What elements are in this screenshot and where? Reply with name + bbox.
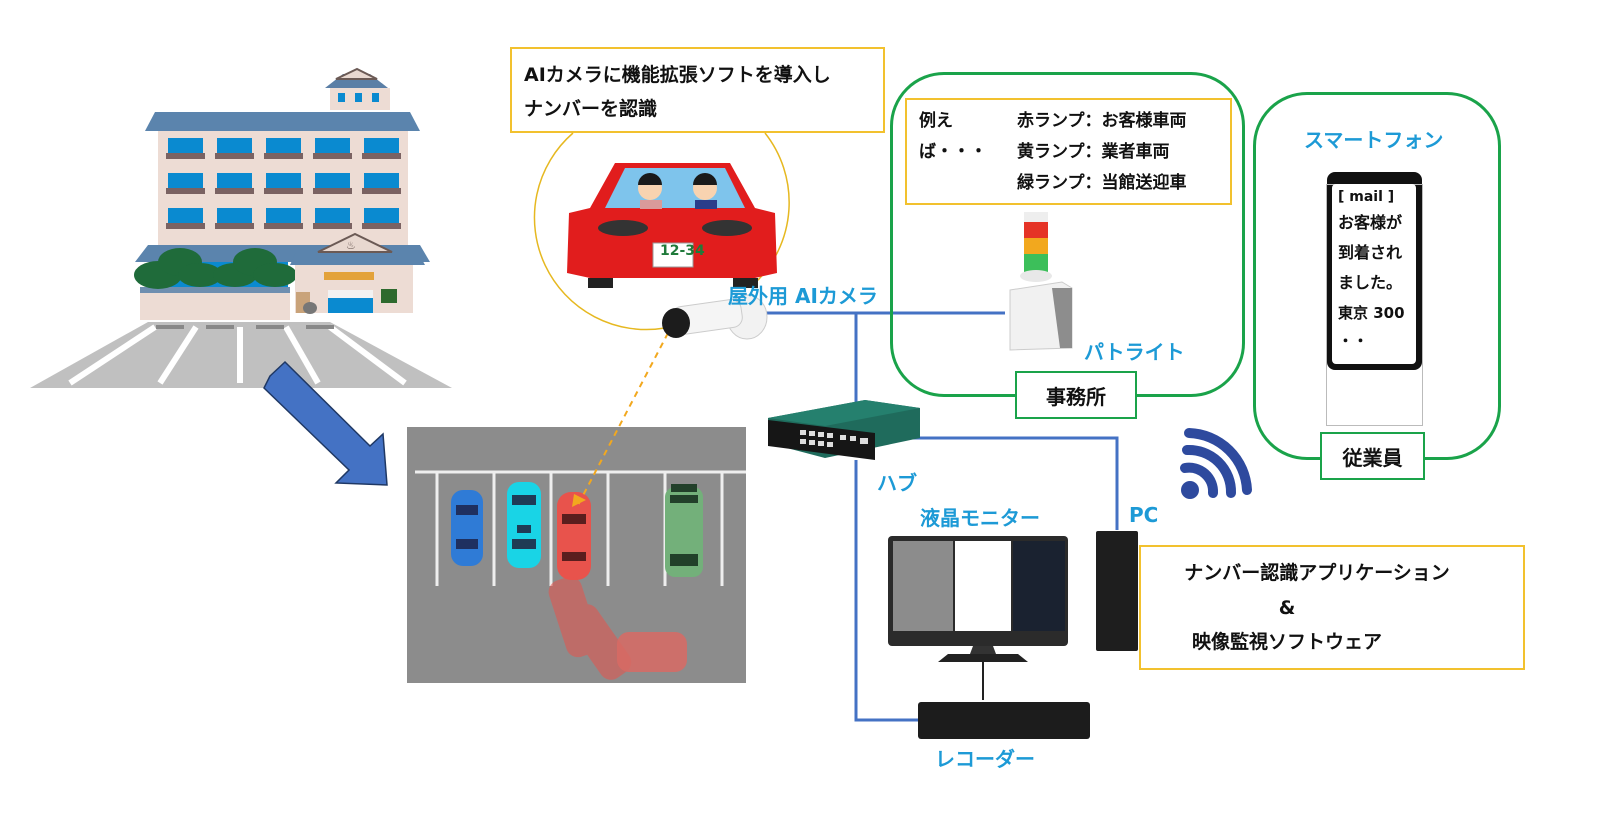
- hotel-window: [217, 208, 252, 223]
- lamp-legend-prefix: 例えば・・・: [919, 111, 987, 162]
- hotel-illustration: ♨: [30, 67, 452, 388]
- lamp-legend-green-label: 緑ランプ: [1017, 173, 1085, 193]
- hotel-window: [315, 138, 350, 153]
- ai-camera-device: [662, 294, 768, 340]
- lamp-legend-red-label: 赤ランプ: [1017, 111, 1085, 131]
- license-plate: [652, 242, 694, 268]
- lamp-legend-green-meaning: 当館送迎車: [1101, 173, 1187, 193]
- ai-camera-description-box: AIカメラに機能拡張ソフトを導入し ナンバーを認識: [510, 47, 885, 133]
- smartphone-screen: [ mail ] お客様が 到着され ました。 東京 300 ・・: [1332, 184, 1416, 364]
- software-line-3: 映像監視ソフトウェア: [1191, 631, 1382, 653]
- lamp-legend-separator: ：: [1084, 111, 1102, 131]
- hotel-window: [266, 208, 301, 223]
- parked-car-blue: [451, 490, 483, 566]
- patlite-label: パトライト: [1084, 340, 1185, 364]
- phone-message-line: [ mail ]: [1338, 189, 1395, 205]
- hotel-trees: [134, 248, 297, 289]
- recorder-label: レコーダー: [935, 747, 1035, 771]
- hotel-window: [364, 173, 399, 188]
- monitor-pane-car: [955, 541, 1011, 631]
- hotel-window: [168, 138, 203, 153]
- hotel-balcony: [166, 153, 205, 159]
- monitor-label: 液晶モニター: [920, 506, 1040, 530]
- parked-car-green: [665, 484, 703, 577]
- hotel-balcony: [362, 153, 401, 159]
- phone-message-line: お客様が: [1338, 213, 1403, 232]
- hotel-balcony: [215, 223, 254, 229]
- hotel-window: [364, 138, 399, 153]
- hotel-parking-lines: [68, 324, 407, 386]
- lamp-legend-yellow-meaning: 業者車両: [1101, 142, 1170, 162]
- license-plate-number: 12-34: [660, 243, 705, 259]
- camera-label: 屋外用 AIカメラ: [728, 284, 878, 308]
- smartphone-label: スマートフォン: [1304, 128, 1444, 152]
- hotel-balcony: [215, 153, 254, 159]
- ai-camera-description-line-1: AIカメラに機能拡張ソフトを導入し: [524, 64, 831, 86]
- hotel-balcony: [264, 223, 303, 229]
- phone-message-line: 東京 300: [1338, 304, 1405, 322]
- office-tag: 事務所: [1015, 371, 1137, 419]
- software-line-2: &: [1278, 597, 1296, 619]
- monitor-pane-software: [1013, 541, 1065, 631]
- hotel-balcony: [362, 223, 401, 229]
- ai-camera-description-line-2: ナンバーを認識: [524, 98, 658, 120]
- software-description-box: ナンバー認識アプリケーション & 映像監視ソフトウェア: [1139, 545, 1525, 670]
- hotel-window: [217, 138, 252, 153]
- flow-arrow-icon: [263, 360, 388, 486]
- monitor-pane-parking: [893, 541, 953, 631]
- pc-label: PC: [1129, 503, 1159, 527]
- phone-message-line: 到着され: [1338, 243, 1403, 262]
- video-recorder: [918, 702, 1090, 739]
- employee-tag: 従業員: [1320, 432, 1425, 480]
- parking-car-red: [548, 492, 687, 680]
- phone-message-line: ました。: [1338, 273, 1403, 292]
- parked-car-cyan: [507, 482, 541, 568]
- hotel-window: [315, 208, 350, 223]
- hotel-balcony: [313, 223, 352, 229]
- hotel-wheel-stops: [156, 325, 334, 329]
- hotel-balcony: [313, 153, 352, 159]
- hotel-window: [266, 138, 301, 153]
- smartphone-home-button: [1362, 370, 1386, 380]
- hotel-window: [168, 173, 203, 188]
- lamp-legend-yellow-label: 黄ランプ: [1017, 142, 1085, 162]
- hotel-balcony: [362, 188, 401, 194]
- hotel-window: [364, 208, 399, 223]
- hotel-balcony: [166, 188, 205, 194]
- parking-lot-drawing: [415, 470, 746, 680]
- wifi-icon: [1180, 428, 1252, 499]
- hotel-balcony: [264, 188, 303, 194]
- lamp-legend-box: 例えば・・・ 赤ランプ ： お客様車両 黄ランプ ： 業者車両 緑ランプ ： 当…: [905, 98, 1232, 205]
- hotel-window: [168, 208, 203, 223]
- lamp-legend-separator: ：: [1084, 142, 1102, 162]
- patlite-signal-tower-icon: [1009, 212, 1073, 351]
- hotel-window: [266, 173, 301, 188]
- monitor-stand: [938, 646, 1028, 662]
- hotel-balcony: [313, 188, 352, 194]
- network-hub-device: [768, 400, 920, 460]
- hotel-balcony: [215, 188, 254, 194]
- phone-message-line: ・・: [1338, 332, 1369, 350]
- software-line-1: ナンバー認識アプリケーション: [1184, 562, 1450, 584]
- lamp-legend-separator: ：: [1084, 173, 1102, 193]
- hotel-balcony: [264, 153, 303, 159]
- pc-tower: [1096, 531, 1138, 651]
- hotel-window: [315, 173, 350, 188]
- hotel-window: [217, 173, 252, 188]
- hotel-windows: [166, 138, 401, 229]
- hotel-balcony: [166, 223, 205, 229]
- hub-label: ハブ: [877, 471, 917, 495]
- svg-text:♨: ♨: [346, 239, 356, 252]
- lamp-legend-red-meaning: お客様車両: [1101, 111, 1187, 131]
- car-front-illustration: [533, 132, 790, 331]
